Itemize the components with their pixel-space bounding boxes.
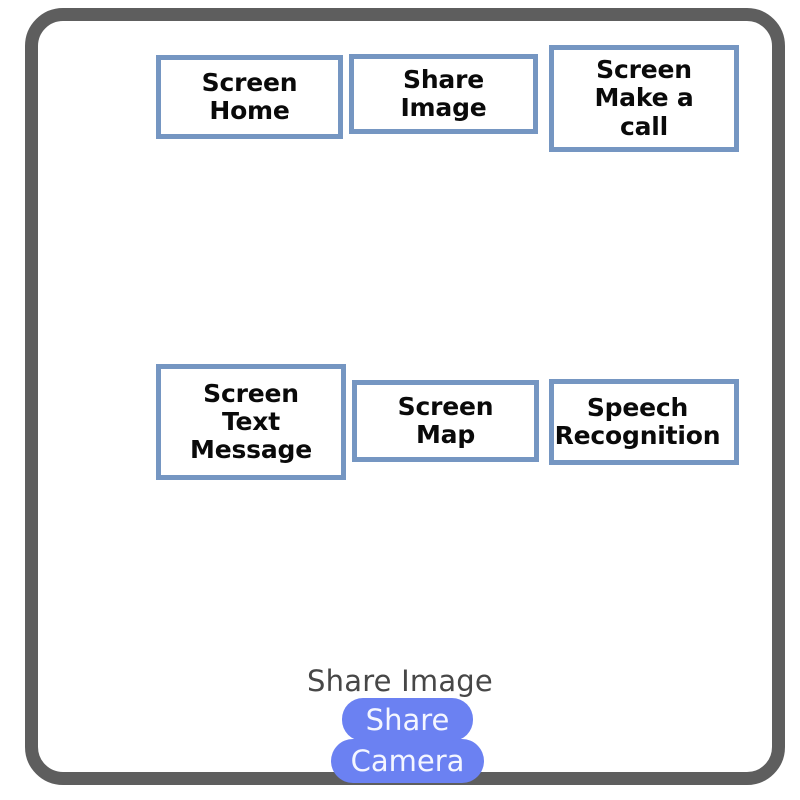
share-option-camera[interactable]: Camera — [331, 739, 484, 783]
node-share-image-label: Share Image — [400, 64, 487, 122]
share-sheet-caption: Share Image — [307, 664, 493, 698]
node-screen-map-label: Screen Map — [397, 391, 494, 449]
node-screen-text-message-label: Screen Text Message — [190, 378, 312, 465]
node-speech-recognition-label: Speech Recognition — [554, 392, 721, 450]
node-screen-make-a-call-label: Screen Make a call — [594, 55, 694, 141]
node-screen-make-a-call[interactable]: Screen Make a call — [549, 45, 739, 152]
node-share-image[interactable]: Share Image — [349, 54, 538, 134]
node-speech-recognition[interactable]: Speech Recognition — [549, 379, 739, 465]
share-option-share-label: Share — [365, 702, 450, 737]
node-screen-text-message[interactable]: Screen Text Message — [156, 364, 346, 480]
device-frame: Screen Home Share Image Screen Make a ca… — [25, 8, 785, 785]
node-screen-map[interactable]: Screen Map — [352, 380, 539, 462]
node-screen-home-label: Screen Home — [201, 67, 298, 125]
share-option-share[interactable]: Share — [342, 698, 473, 741]
share-option-camera-label: Camera — [350, 744, 465, 778]
node-screen-home[interactable]: Screen Home — [156, 55, 343, 139]
